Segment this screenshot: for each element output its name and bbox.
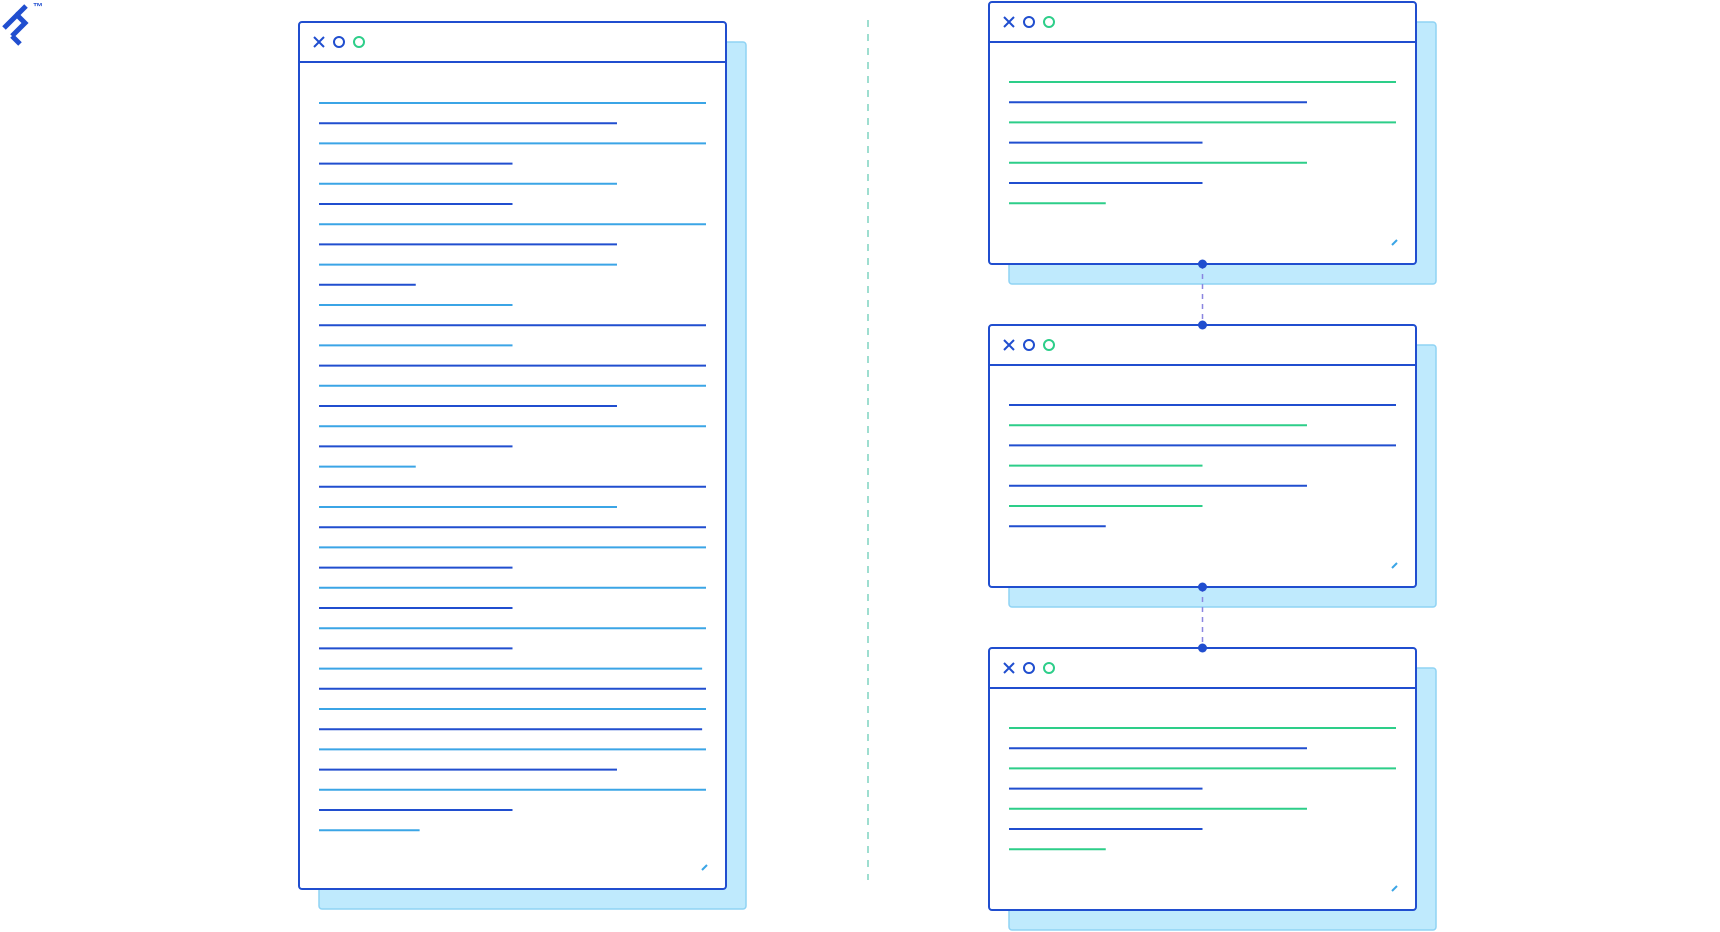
small-window-3-resize-grip-icon (1391, 885, 1398, 892)
trademark-mark: ™ (33, 2, 43, 13)
small-window-1-maximize-icon (1043, 16, 1055, 28)
connector-dot (1198, 582, 1207, 592)
small-window-1 (988, 1, 1437, 285)
connector-dot (1198, 259, 1207, 269)
small-window-2 (988, 324, 1437, 608)
small-window-3 (988, 647, 1437, 931)
toptal-logo-icon (2, 4, 29, 46)
large-window-minimize-icon (333, 36, 345, 48)
connector-dot (1198, 320, 1207, 330)
connector-dot (1198, 643, 1207, 653)
small-window-3-maximize-icon (1043, 662, 1055, 674)
small-window-1-minimize-icon (1023, 16, 1035, 28)
large-window-maximize-icon (353, 36, 365, 48)
small-window-1-resize-grip-icon (1391, 239, 1398, 246)
small-window-2-minimize-icon (1023, 339, 1035, 351)
small-window-3-minimize-icon (1023, 662, 1035, 674)
small-window-3-close-icon (1003, 662, 1015, 674)
small-window-2-resize-grip-icon (1391, 562, 1398, 569)
small-window-2-maximize-icon (1043, 339, 1055, 351)
small-window-1-close-icon (1003, 16, 1015, 28)
large-window (298, 21, 747, 910)
large-window-frame (298, 21, 727, 890)
large-window-close-icon (313, 36, 325, 48)
large-window-resize-grip-icon (701, 864, 708, 871)
small-window-2-close-icon (1003, 339, 1015, 351)
